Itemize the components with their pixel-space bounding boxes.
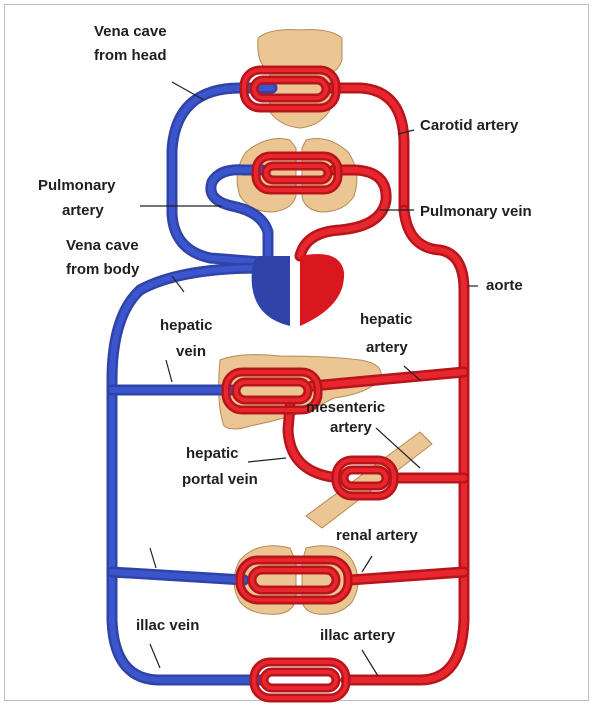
label-mesenteric-artery-1: mesenteric bbox=[306, 399, 385, 416]
label-carotid-artery: Carotid artery bbox=[420, 117, 519, 134]
label-pulmonary-artery-1: Pulmonary bbox=[38, 177, 116, 194]
label-vena-cava-body-2: from body bbox=[66, 261, 140, 278]
label-hepatic-vein-2: vein bbox=[176, 343, 206, 360]
label-pulmonary-artery-2: artery bbox=[62, 202, 104, 219]
label-illac-artery: illac artery bbox=[320, 627, 396, 644]
label-aorte: aorte bbox=[486, 277, 523, 294]
label-pulmonary-vein: Pulmonary vein bbox=[420, 203, 532, 220]
label-hepatic-artery-2: artery bbox=[366, 339, 408, 356]
label-hepatic-portal-vein-1: hepatic bbox=[186, 445, 239, 462]
label-illac-vein: illac vein bbox=[136, 617, 199, 634]
label-mesenteric-artery-2: artery bbox=[330, 419, 372, 436]
label-vena-cava-head-2: from head bbox=[94, 47, 167, 64]
label-hepatic-artery-1: hepatic bbox=[360, 311, 413, 328]
label-renal-artery: renal artery bbox=[336, 527, 418, 544]
legs-capillary-bed bbox=[254, 662, 346, 698]
label-vena-cava-head-1: Vena cave bbox=[94, 23, 167, 40]
label-vena-cava-body-1: Vena cave bbox=[66, 237, 139, 254]
label-hepatic-vein-1: hepatic bbox=[160, 317, 213, 334]
liver-organ bbox=[219, 355, 381, 429]
label-hepatic-portal-vein-2: portal vein bbox=[182, 471, 258, 488]
